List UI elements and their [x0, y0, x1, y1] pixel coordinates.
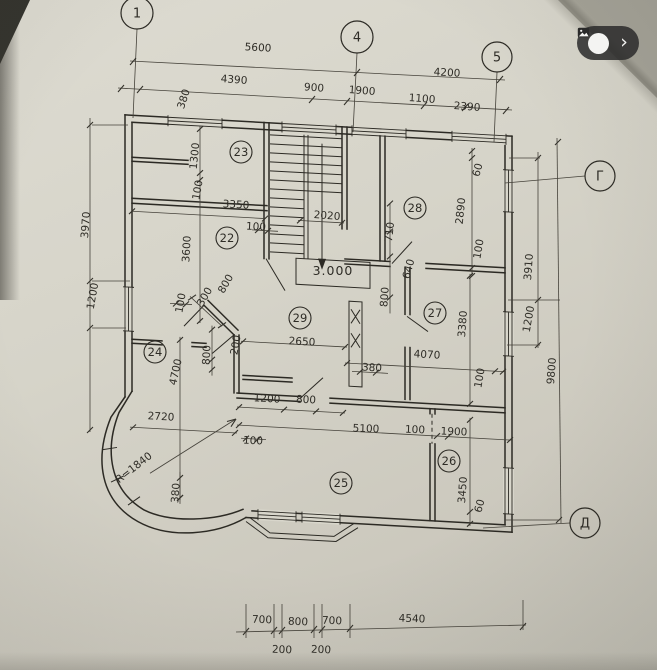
axis-label: Г: [596, 170, 604, 185]
axis-label: 5: [493, 51, 501, 66]
dimension-label: 800: [216, 272, 236, 295]
room-number: 28: [408, 201, 423, 215]
porch-outline: [245, 517, 359, 542]
dimension-label: 2720: [147, 410, 174, 423]
dimension-label: 2890: [454, 197, 469, 225]
dimension-label: 1200: [85, 282, 101, 310]
interior-dimension-lines: [128, 125, 514, 528]
paper-left-shadow: [0, 0, 20, 300]
dimension-label: 380: [175, 88, 193, 111]
dimension-label: 2390: [453, 100, 481, 114]
interior-walls: [131, 121, 506, 522]
dimension-label: 9800: [545, 357, 559, 385]
elevation-label: 3.000: [313, 263, 354, 278]
dimension-label: 5600: [244, 41, 271, 54]
gallery-next-button[interactable]: ›: [577, 26, 639, 60]
vent-shaft: [348, 300, 363, 388]
dimension-label: 2650: [288, 335, 315, 348]
dimension-label: 200: [228, 334, 243, 356]
dimension-label: 800: [296, 393, 317, 406]
dimension-label: 4390: [220, 73, 248, 87]
axis-bubble: [340, 20, 374, 54]
radius-label: R=1840: [113, 450, 154, 486]
dimension-label: 700: [252, 614, 272, 627]
dimension-label: 200: [311, 644, 331, 657]
dimension-label: 800: [200, 345, 213, 366]
dimension-label: 1200: [521, 305, 537, 333]
room-number: 27: [428, 306, 443, 320]
dimension-label: 5100: [352, 423, 379, 436]
dimension-label: 800: [288, 616, 308, 629]
dimension-label: 1200: [253, 392, 280, 405]
stair-direction-arrow: [318, 258, 326, 270]
axis-bubble: [584, 160, 616, 192]
dimension-label: 100: [173, 292, 188, 314]
door-leaves: [183, 241, 433, 444]
room-number: 29: [293, 311, 308, 325]
dimension-label: 640: [401, 258, 418, 280]
dimension-label: 800: [378, 287, 391, 308]
room-number: 26: [442, 454, 457, 468]
dimension-label: 100: [243, 434, 264, 447]
axis-bubble: [481, 41, 513, 73]
elevation-box: [295, 257, 371, 289]
axis-bubble: [120, 0, 154, 30]
axis-label: Д: [580, 517, 590, 532]
dimension-label: 1300: [188, 142, 203, 170]
dimension-label: 1900: [348, 84, 376, 98]
dimension-label: 100: [472, 367, 487, 389]
windows: [123, 114, 514, 525]
dimension-label: 100: [190, 179, 205, 201]
dimension-label: 3350: [222, 198, 249, 211]
room-number-bubble: [229, 140, 253, 164]
dimension-label: 4200: [433, 66, 460, 79]
dimension-label: 3450: [456, 476, 470, 504]
paper-bottom-edge: [0, 652, 657, 670]
dimension-label: 3380: [456, 310, 470, 338]
dimension-label: 900: [304, 81, 325, 94]
dimension-label: 4070: [413, 348, 440, 361]
dimension-label: 380: [169, 483, 182, 504]
axis-bubble: [569, 507, 601, 539]
dimension-label: 100: [405, 424, 425, 437]
dimension-label: 100: [246, 220, 267, 233]
plan-structure: [101, 114, 514, 542]
room-number-bubble: [437, 449, 461, 473]
dimension-label: 700: [322, 615, 342, 628]
dimension-label: 3600: [180, 235, 193, 262]
dimension-label: 60: [470, 162, 485, 178]
outer-dimension-lines: [86, 28, 586, 638]
axis-label: 4: [353, 31, 361, 46]
dimension-label: 710: [383, 221, 397, 242]
dimension-label: 4540: [398, 613, 425, 626]
room-number: 22: [220, 231, 235, 245]
room-number-bubble: [215, 226, 239, 250]
room-number-bubble: [403, 196, 427, 220]
dimension-label: 200: [272, 644, 292, 657]
room-number: 25: [334, 476, 349, 490]
room-number: 24: [148, 345, 163, 359]
dimension-label: 380: [362, 361, 383, 374]
room-number-bubble: [143, 340, 167, 364]
staircase: [270, 134, 342, 270]
room-number-bubble: [288, 306, 312, 330]
dimension-label: 60: [472, 498, 487, 514]
dimension-label: 3910: [522, 253, 536, 281]
room-number-bubble: [423, 301, 447, 325]
dimension-label: 3970: [79, 211, 93, 239]
dimension-label: 2020: [313, 209, 341, 223]
dimension-label: 100: [471, 238, 486, 260]
outer-walls: [101, 114, 513, 534]
dimension-label: 4700: [167, 358, 184, 387]
axis-label: 1: [133, 7, 141, 22]
room-number-bubble: [329, 471, 353, 495]
dimension-label: 1900: [440, 426, 467, 439]
photo-icon: [577, 27, 610, 54]
dimension-label: 1100: [408, 92, 436, 106]
chevron-right-icon[interactable]: ›: [620, 30, 628, 53]
room-number: 23: [234, 145, 249, 159]
